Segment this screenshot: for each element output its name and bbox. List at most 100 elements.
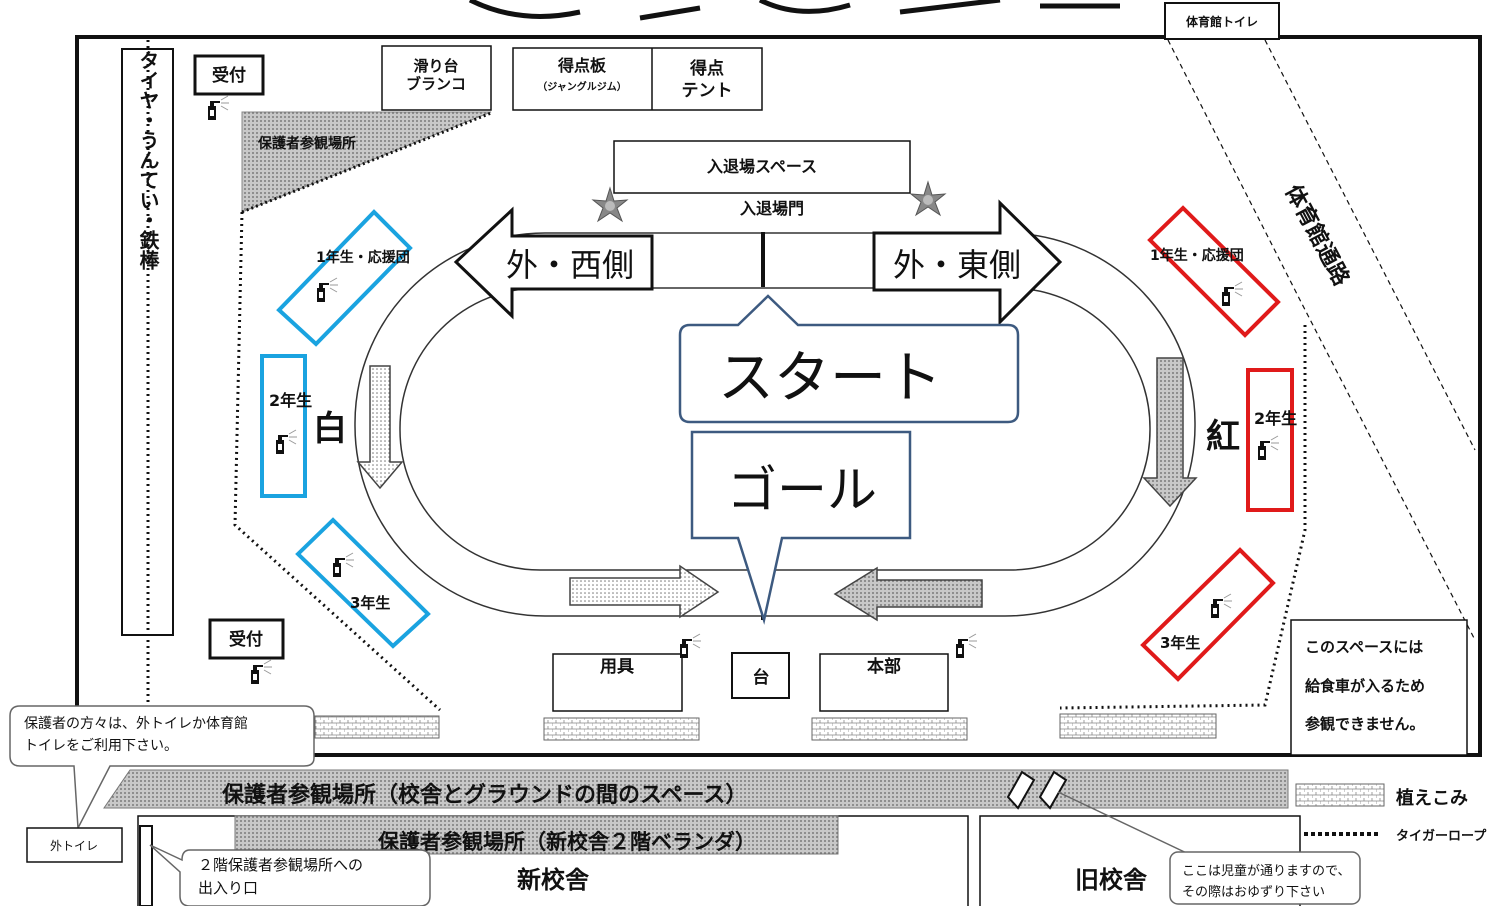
red-grade1-zone [1147,205,1281,338]
entry-space-box [613,140,911,194]
direction-arrow-left [833,566,983,622]
stand-label: 台 [753,667,770,688]
parent-note-line-1: 保護者の方々は、外トイレか体育館 [24,715,248,732]
direction-arrow-down-left [356,365,404,490]
entry-space-label: 入退場スペース [707,157,817,176]
parent-area-main-label: 保護者参観場所（校舎とグラウンドの間のスペース） [221,782,747,808]
parent-note-callout [9,705,315,831]
second-floor-note-line-2: 出入り口 [198,879,258,897]
children-note-line-1: ここは児童が通りますので、 [1182,863,1350,879]
old-building-label: 旧校舎 [1075,866,1148,894]
hedge [1059,713,1217,739]
swing-label: ブランコ [406,75,466,93]
gym-path-line-left [1167,39,1476,641]
reception-top-label: 受付 [212,65,246,86]
white-grade2-label: 2年生 [269,391,312,410]
hedge [811,717,968,741]
reception-top-box [193,54,265,96]
white-grade1-label: 1年生・応援団 [316,249,410,266]
gym-toilet-box [1164,2,1280,40]
slide-label: 滑り台 [413,57,458,75]
title-fragment [468,0,1120,21]
sanitizer-icon [1221,281,1244,307]
hedge [314,715,440,739]
headquarters-tent [819,653,949,712]
sanitizer-icon [207,95,230,121]
parent-area-top-label: 保護者参観場所 [257,135,356,152]
reception-bottom-box [208,618,285,660]
east-arrow [872,199,1063,326]
outside-toilet-label: 外トイレ [50,839,98,853]
stand-box [731,652,790,699]
equipment-label: 用具 [600,657,634,677]
legend-hedge-label: 植えこみ [1396,787,1468,809]
track-outer [354,232,1196,617]
scoreboard-sub-label: （ジャングルジム） [537,80,627,93]
direction-arrow-right [569,564,720,619]
white-grade1-zone [276,209,413,347]
east-label: 外・東側 [893,246,1021,284]
tiger-rope-right-field [1059,325,1307,710]
goal-label: ゴール [727,461,877,519]
second-floor-note-line-1: ２階保護者参観場所への [198,856,363,874]
no-view-note-box [1290,619,1468,756]
white-grade2-zone [260,354,307,498]
legend-hedge-swatch [1295,783,1385,807]
red-team-area: 1年生・応援団 2年生 紅 3年生 [1140,205,1297,682]
sanitizer-icon [316,277,339,303]
start-callout [678,294,1020,424]
parent-area-main [103,769,1289,809]
sanitizer-icon [1210,593,1233,619]
parent-note-line-2: トイレをご利用下さい。 [24,738,178,754]
equipment-tent [552,653,683,712]
red-grade3-label: 3年生 [1160,634,1200,652]
children-note-line-2: その際はおゆずり下さい [1182,885,1325,900]
sanitizer-icon [679,633,702,659]
new-building-label: 新校舎 [517,866,590,894]
scoreboard-label: 得点板 [557,56,607,75]
red-grade1-label: 1年生・応援団 [1150,247,1244,264]
sanitizer-icon [955,633,978,659]
sanitizer-icon [275,429,298,455]
parent-area-veranda-label: 保護者参観場所（新校舎２階ベランダ） [377,830,756,854]
white-grade3-zone [295,517,431,649]
gym-path-line-right [1264,39,1476,451]
start-label: スタート [718,346,942,411]
headquarters-label: 本部 [867,656,901,677]
walkway-icon [1006,770,1196,858]
red-grade2-zone [1246,368,1294,512]
gate-star-icon [910,181,946,216]
sanitizer-icon [332,552,355,578]
score-tent-label-2: テント [682,81,733,101]
west-label: 外・西側 [506,246,634,284]
no-view-note-line-2: 給食車が入るため [1305,677,1425,695]
left-equipment-label: タイヤ・うんてい・鉄棒 [136,50,160,271]
slide-swing-box [381,45,492,111]
white-team-area: 1年生・応援団 2年生 白 3年生 [260,209,431,649]
outside-toilet-box [26,827,123,863]
stair-entrance [139,825,153,906]
direction-arrow-down-right [1142,357,1198,508]
red-grade2-label: 2年生 [1254,409,1297,428]
white-grade3-label: 3年生 [350,594,390,612]
left-equipment-text: タイヤ・うんてい・鉄棒 [136,50,160,271]
reception-bottom-label: 受付 [229,629,263,650]
field-boundary [75,35,1482,757]
sanitizer-icon [1257,435,1280,461]
no-view-note-line-3: 参観できません。 [1305,715,1425,733]
no-view-note-line-1: このスペースには [1305,638,1423,656]
score-tent-label-1: 得点 [689,58,724,79]
hedge [543,717,700,741]
gym-toilet-label: 体育館トイレ [1186,14,1258,29]
tiger-rope-left-field [233,211,442,712]
children-note-callout [1169,851,1361,905]
white-team-name: 白 [313,409,347,449]
legend-rope-label: タイガーロープ [1396,829,1487,844]
goal-callout [690,430,912,625]
entry-gate-label: 入退場門 [740,199,804,218]
red-team-name: 紅 [1206,417,1240,457]
west-arrow [453,206,654,320]
gym-path-label: 体育館通路 [1280,181,1355,291]
parent-area-veranda [234,815,839,855]
